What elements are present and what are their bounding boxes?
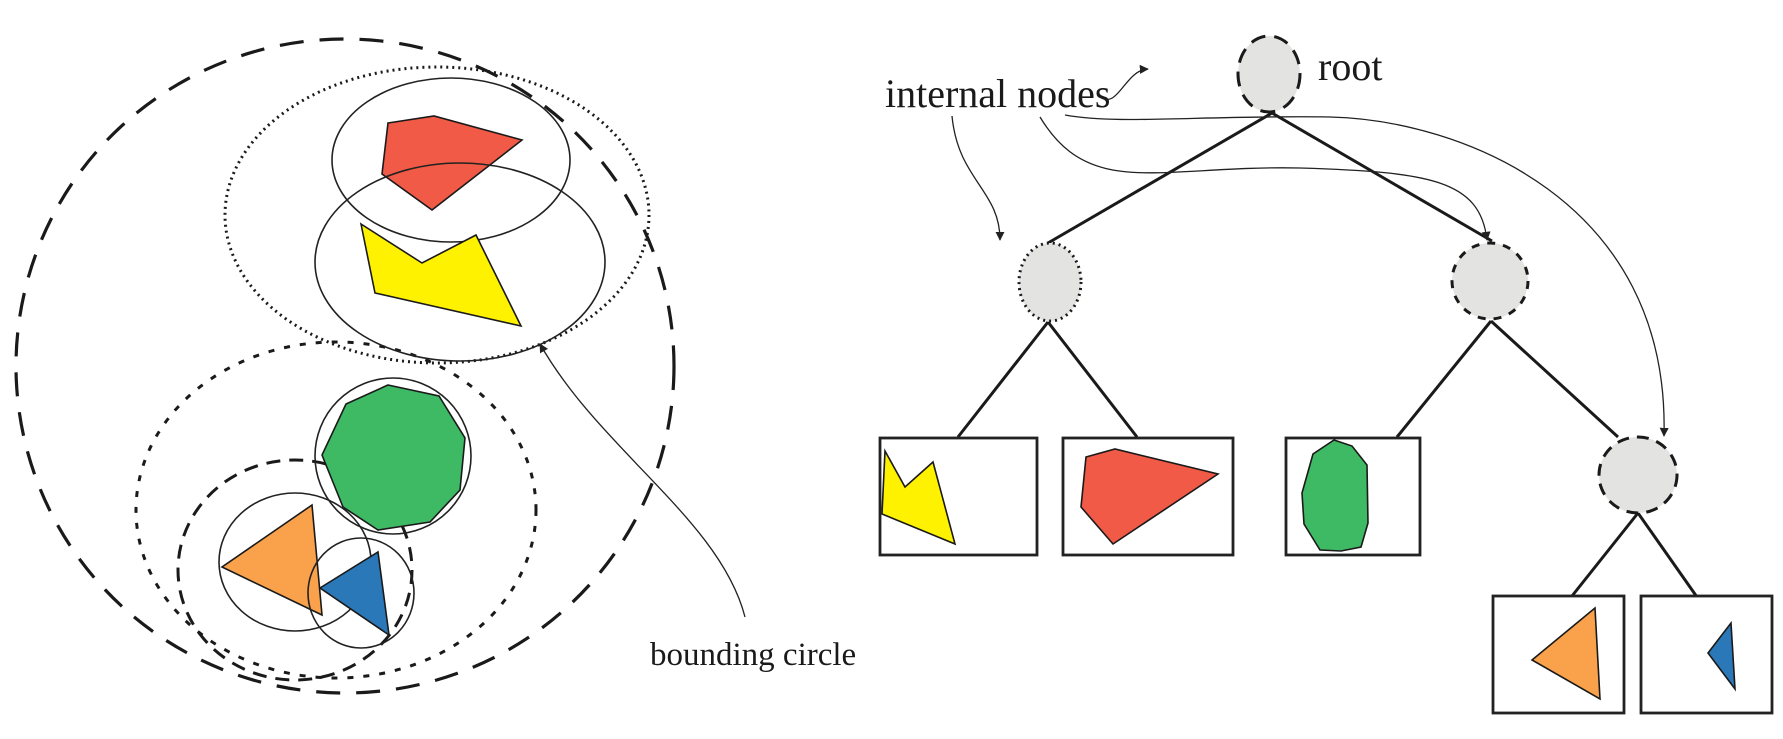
edge-left-red — [1046, 321, 1139, 438]
internal-nodes-label: internal nodes — [885, 71, 1111, 116]
edge-subnode-blue — [1636, 512, 1699, 598]
red-bounding-circle — [331, 77, 571, 243]
edge-left-yellow — [956, 321, 1050, 438]
orange-triangle-leaf — [1530, 606, 1601, 701]
leaf-orange — [1491, 594, 1626, 715]
right-panel: internal nodes root — [878, 34, 1774, 715]
leaf-red — [1061, 436, 1235, 557]
blue-bounding-circle — [307, 537, 415, 649]
yellow-polygon-leaf — [881, 448, 957, 546]
edge-right-green — [1395, 320, 1493, 438]
arrow-to-root — [1099, 64, 1149, 101]
edge-subnode-orange — [1570, 512, 1640, 597]
triangles-bounding-circle — [176, 458, 414, 682]
edge-root-left — [1047, 111, 1273, 245]
root-node — [1236, 34, 1302, 114]
arrow-to-triangles-node — [1064, 114, 1669, 437]
left-panel: bounding circle — [14, 37, 856, 695]
blue-triangle-leaf — [1706, 620, 1736, 692]
bottom-group-bounding-circle — [134, 340, 538, 680]
leaf-green — [1284, 436, 1422, 557]
bounding-circle-label: bounding circle — [650, 637, 856, 673]
internal-node-triangles — [1597, 435, 1679, 515]
leaf-yellow — [878, 436, 1039, 557]
internal-node-right — [1450, 241, 1530, 321]
green-nonagon — [321, 384, 466, 531]
top-group-bounding-circle — [223, 65, 651, 365]
internal-node-left — [1017, 241, 1083, 323]
arrow-to-right-node — [1039, 116, 1491, 241]
edge-root-right — [1271, 111, 1493, 243]
green-nonagon-leaf — [1301, 439, 1369, 552]
yellow-bounding-circle — [314, 162, 606, 362]
bounding-circle-pointer-arrow — [539, 343, 746, 618]
outer-bounding-circle — [14, 37, 676, 695]
red-pentagon-leaf — [1080, 448, 1220, 546]
green-bounding-circle — [314, 377, 472, 535]
leaf-blue — [1639, 594, 1774, 715]
yellow-polygon — [359, 222, 523, 328]
orange-triangle — [220, 503, 323, 617]
edge-right-subnode — [1489, 319, 1620, 439]
arrow-to-left-node — [951, 115, 1005, 241]
blue-triangle — [318, 550, 391, 637]
root-label: root — [1318, 44, 1382, 89]
